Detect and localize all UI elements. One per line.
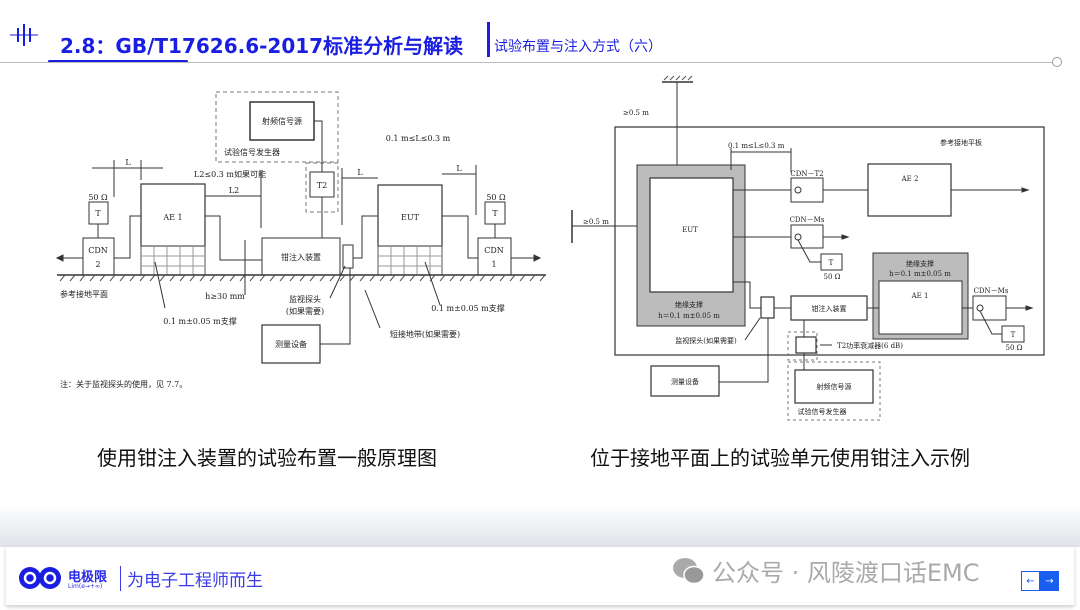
clamp-label: 钳注入装置 [281, 252, 321, 262]
prev-slide-button[interactable]: ← [1021, 571, 1040, 591]
ae2-label: AE 2 [901, 175, 919, 183]
height-label: h＝0.1 m±0.05 m [889, 270, 951, 278]
measure-label: 测量设备 [671, 377, 699, 386]
measure-label: 测量设备 [275, 339, 307, 349]
watermark-text: 公众号 · 风陵渡口话EMC [712, 559, 980, 587]
l-label: L [456, 164, 462, 173]
infinity-logo-icon [19, 567, 61, 589]
page-title: 2.8：GB/T17626.6-2017标准分析与解读 [60, 34, 464, 58]
l2-note: L2≤0.3 m如果可能 [194, 169, 266, 179]
note-text: 注：关于监视探头的使用，见 7.7。 [60, 379, 187, 389]
cdn-ms-label: CDN－Ms [790, 216, 825, 224]
terminator-label: T [95, 209, 101, 218]
h-label: h≥30 mm [205, 292, 245, 301]
distance-label: ≥0.5 m [583, 218, 609, 226]
insulation-label: 绝缘支撑 [675, 300, 703, 309]
terminator-label: T [492, 209, 498, 218]
brand-name: 电极限 [68, 570, 108, 585]
eut-label: EUT [682, 226, 698, 234]
plane-label: 参考接地平板 [940, 138, 982, 147]
clamp-label: 钳注入装置 [812, 304, 847, 313]
l-range-label: 0.1 m≤L≤0.3 m [728, 142, 785, 150]
next-slide-button[interactable]: → [1040, 571, 1059, 591]
slogan: 为电子工程师而生 [120, 566, 263, 591]
left-diagram: 射频信号源 试验信号发生器 T2 0.1 m≤L≤0.3 m L L L L2≤… [55, 91, 546, 389]
cdn1-label: CDN [484, 246, 504, 255]
support-label: 0.1 m±0.05 m支撑 [163, 316, 237, 326]
l-label: L [357, 168, 363, 177]
ohm-label: 50 Ω [486, 193, 506, 202]
watermark: 公众号 · 风陵渡口话EMC [672, 553, 980, 588]
title-divider [487, 22, 490, 57]
page-subtitle: 试验布置与注入方式（六） [494, 39, 662, 55]
wechat-icon [673, 557, 705, 584]
footer-shadow [0, 505, 1080, 547]
generator-label: 试验信号发生器 [798, 407, 847, 416]
ae1-label: AE 1 [162, 213, 182, 222]
divider-end-dot [1052, 57, 1062, 67]
footer [6, 547, 1074, 605]
monitor-label: 监视探头(如果需要) [675, 336, 737, 345]
distance-label: ≥0.5 m [623, 109, 649, 117]
brand-subtitle: Lim(e→+∞) [68, 583, 103, 590]
rf-source-label: 射频信号源 [262, 116, 302, 126]
cdn1-number: 1 [491, 260, 496, 269]
l-range-label: 0.1 m≤L≤0.3 m [386, 134, 451, 143]
cdn-ms-label: CDN－Ms [974, 287, 1009, 295]
t2-label: T2 [317, 181, 327, 190]
title-underline [48, 60, 188, 63]
cdn2-number: 2 [95, 260, 100, 269]
ohm-label: 50 Ω [1006, 344, 1023, 352]
terminator-label: T [829, 259, 834, 267]
header-divider [0, 62, 1052, 63]
monitor-label: 监视探头 [289, 294, 321, 304]
monitor-note: (如果需要) [286, 306, 324, 316]
cdn2-label: CDN [88, 246, 108, 255]
rf-source-label: 射频信号源 [817, 382, 852, 391]
ohm-label: 50 Ω [824, 273, 841, 281]
eut-label: EUT [401, 213, 420, 222]
ae1-label: AE 1 [911, 292, 929, 300]
waveform-icon [10, 24, 38, 46]
l-label: L [125, 158, 131, 167]
insulation-label: 绝缘支撑 [906, 259, 934, 268]
terminator-label: T [1011, 331, 1016, 339]
right-caption: 位于接地平面上的试验单元使用钳注入示例 [590, 446, 970, 470]
ground-label: 参考接地平面 [60, 289, 108, 299]
attenuator-label: T2功率衰减器(6 dB) [837, 341, 903, 350]
generator-label: 试验信号发生器 [224, 147, 280, 157]
support-label: 0.1 m±0.05 m支撑 [431, 303, 505, 313]
l2-label: L2 [229, 186, 239, 195]
right-diagram: ≥0.5 m ≥0.5 m 参考接地平板 0.1 m≤L≤0.3 m CDN－T… [571, 75, 1045, 421]
cdn-t2-label: CDN－T2 [790, 170, 823, 178]
height-label: h＝0.1 m±0.05 m [658, 312, 720, 320]
strap-label: 短接地带(如果需要) [390, 329, 460, 339]
left-caption: 使用钳注入装置的试验布置一般原理图 [97, 446, 437, 470]
ohm-label: 50 Ω [88, 193, 108, 202]
